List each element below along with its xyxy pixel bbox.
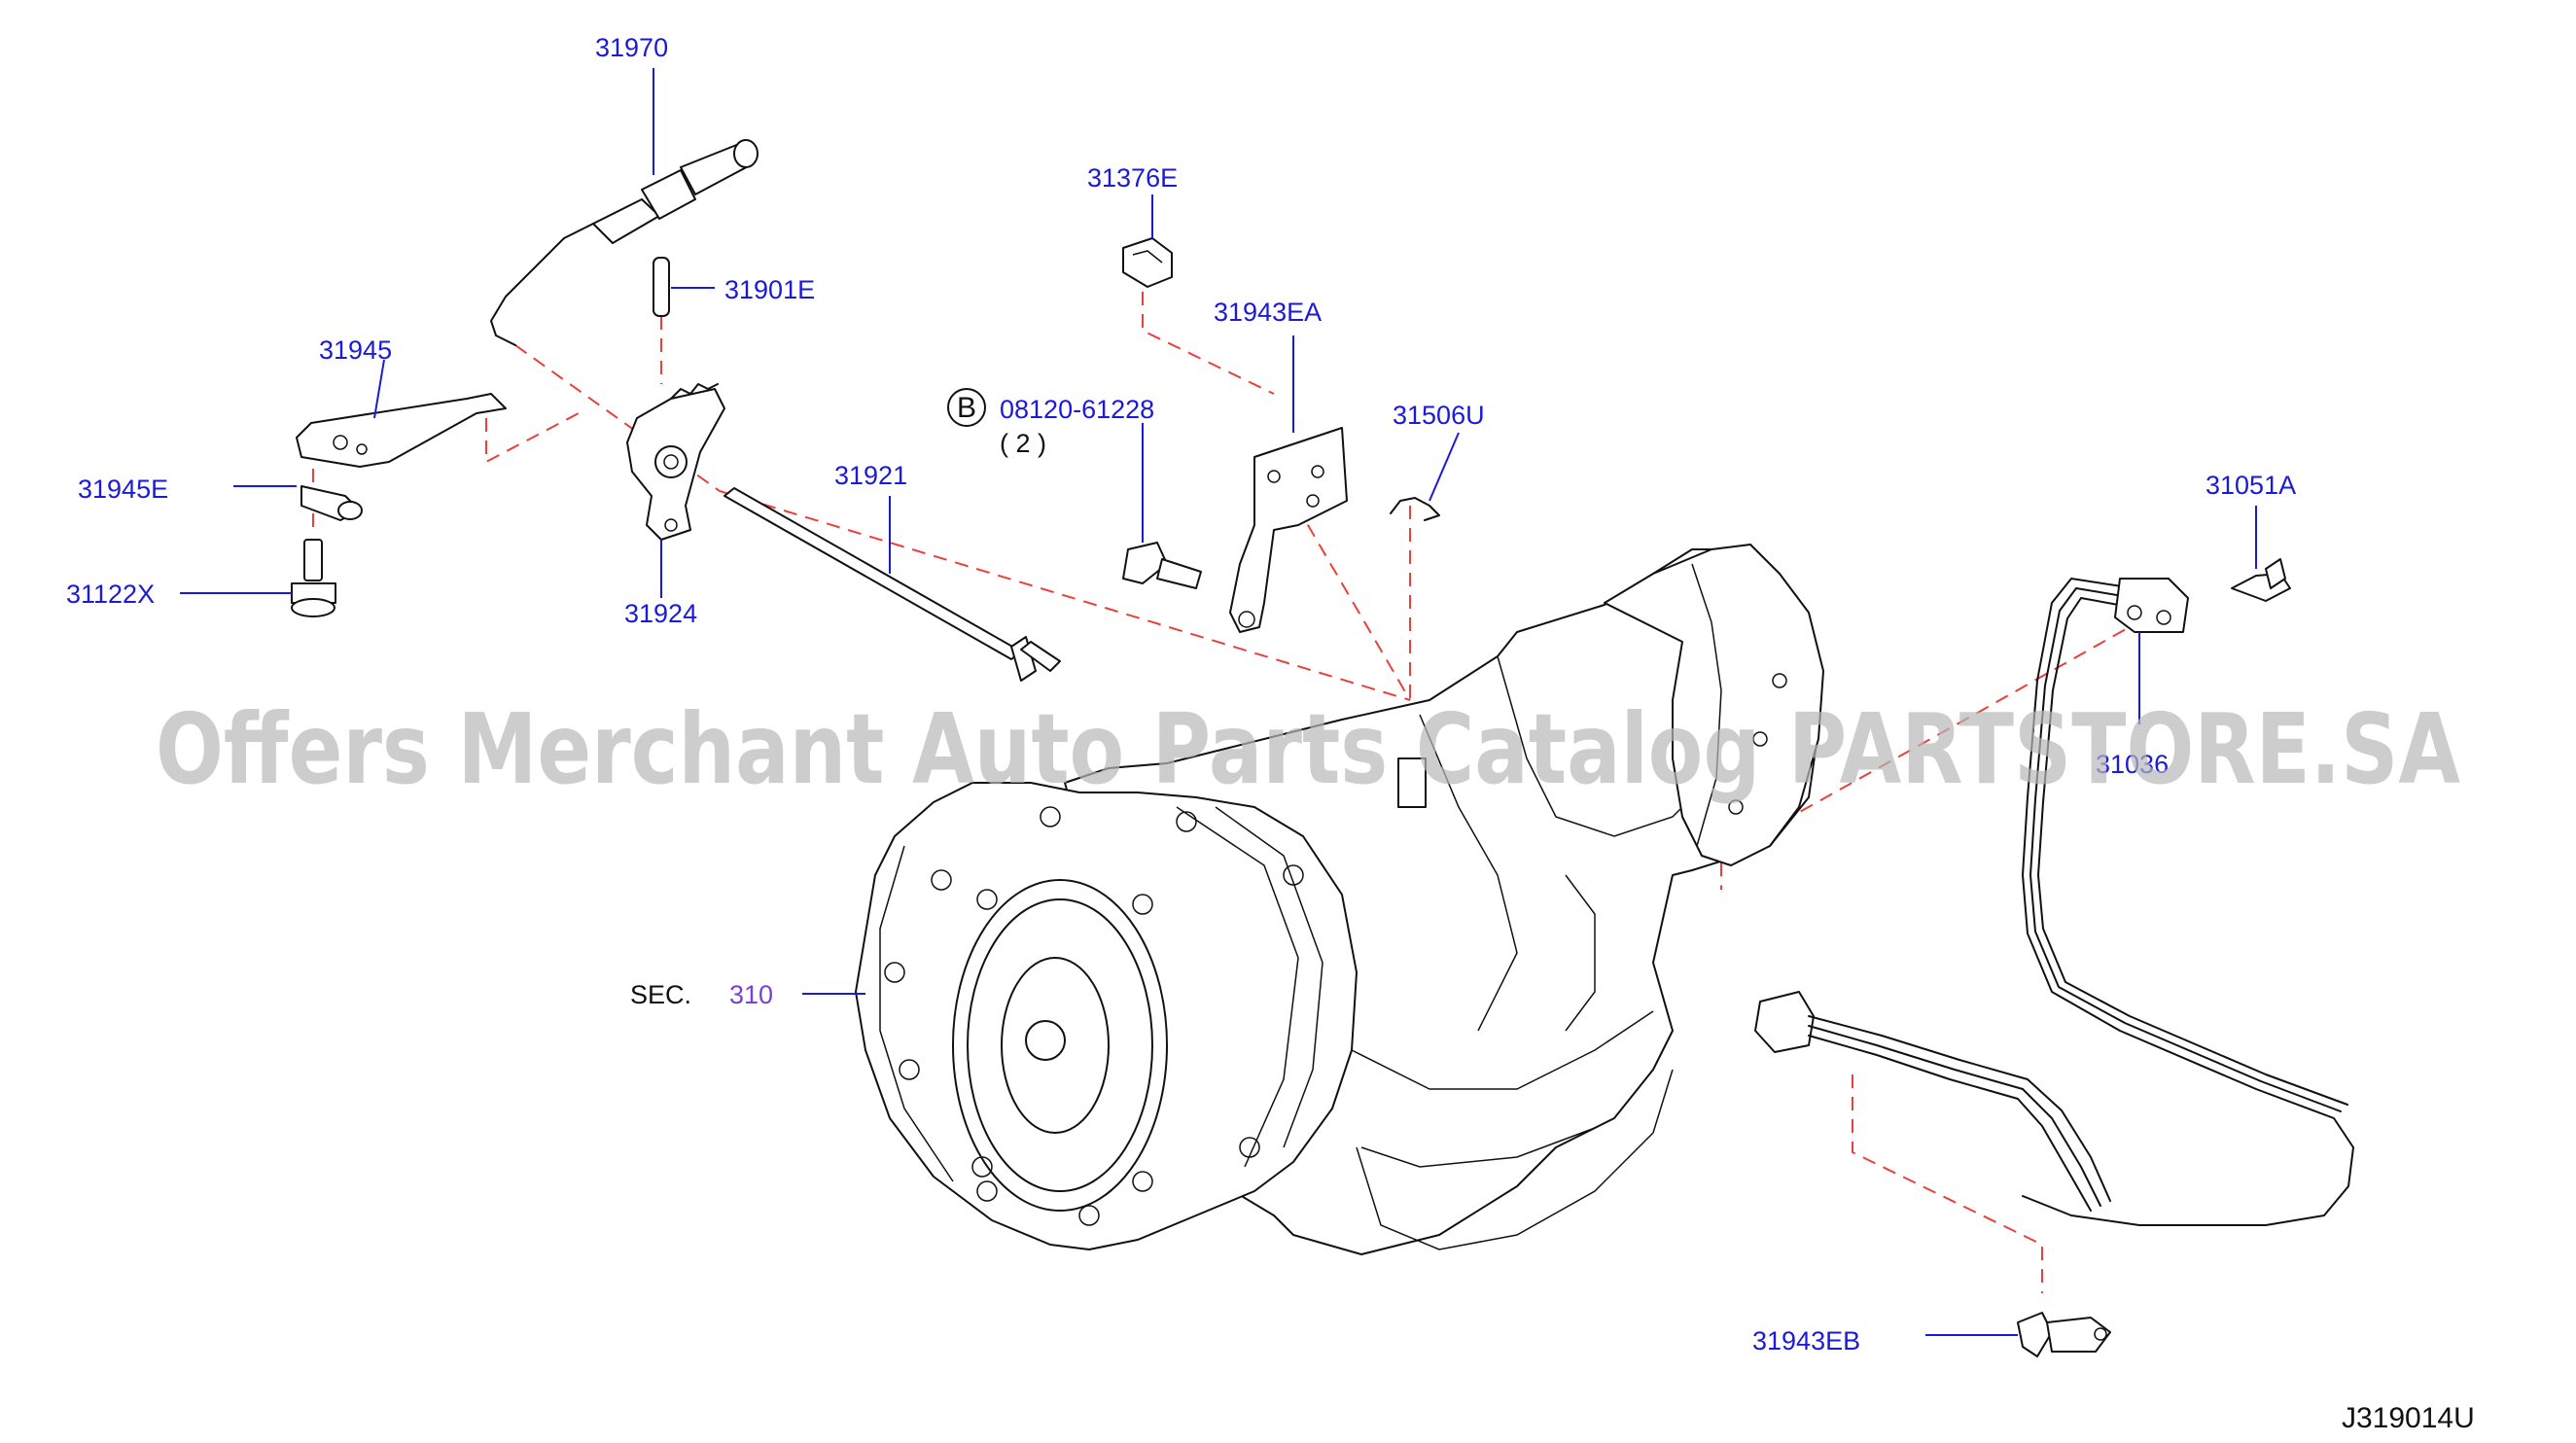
label-31376E[interactable]: 31376E [1087, 163, 1178, 193]
label-31122X[interactable]: 31122X [66, 580, 155, 609]
watermark: Offers Merchant Auto Parts Catalog PARTS… [156, 692, 2460, 806]
label-31943EB[interactable]: 31943EB [1752, 1326, 1860, 1355]
part-08120-bolt[interactable] [1122, 542, 1202, 589]
part-31036-harness[interactable] [1754, 578, 2354, 1226]
label-31945E[interactable]: 31945E [78, 475, 168, 504]
label-31036[interactable]: 31036 [2096, 750, 2169, 779]
bolt-badge-letter: B [957, 392, 976, 424]
leader-lines [180, 68, 2257, 1336]
label-31945[interactable]: 31945 [319, 335, 392, 365]
section-link-310[interactable]: 310 [729, 980, 773, 1009]
part-31506U-clip[interactable] [1390, 497, 1440, 521]
part-labels: 31970 31901E 31945 31945E 31122X 31924 3… [66, 33, 2296, 1355]
part-31943EB-clip[interactable] [2017, 1312, 2111, 1357]
part-31970-cable[interactable] [490, 139, 759, 346]
bolt-badge-circle [947, 388, 986, 427]
bolt-callout: B 08120-61228 ( 2 ) [947, 388, 1154, 458]
label-31924[interactable]: 31924 [624, 599, 697, 628]
part-31921-shaft[interactable] [723, 487, 1061, 682]
transmission-assembly[interactable] [855, 544, 1824, 1255]
section-reference: SEC. 310 [630, 980, 773, 1009]
label-31506U[interactable]: 31506U [1393, 401, 1485, 430]
label-31901E[interactable]: 31901E [724, 275, 815, 304]
part-31122X-bolt[interactable] [291, 539, 336, 617]
label-08120-61228[interactable]: 08120-61228 [1000, 395, 1154, 424]
section-prefix: SEC. [630, 980, 691, 1009]
label-31921[interactable]: 31921 [834, 461, 907, 490]
diagram-code: J319014U [2342, 1402, 2475, 1434]
part-31901E-pin[interactable] [653, 257, 670, 317]
part-31376E-clip[interactable] [1122, 237, 1173, 288]
part-31924-detent-plate[interactable] [626, 383, 725, 541]
label-31051A[interactable]: 31051A [2205, 471, 2296, 500]
label-31943EA[interactable]: 31943EA [1214, 298, 1322, 327]
bolt-quantity: ( 2 ) [1000, 429, 1046, 458]
part-31051A-bolt[interactable] [2231, 558, 2291, 602]
part-31945E-washer[interactable] [300, 485, 363, 521]
label-31970[interactable]: 31970 [595, 33, 668, 62]
part-31943EA-bracket[interactable] [1229, 427, 1348, 633]
part-31945-bracket[interactable] [296, 393, 507, 468]
